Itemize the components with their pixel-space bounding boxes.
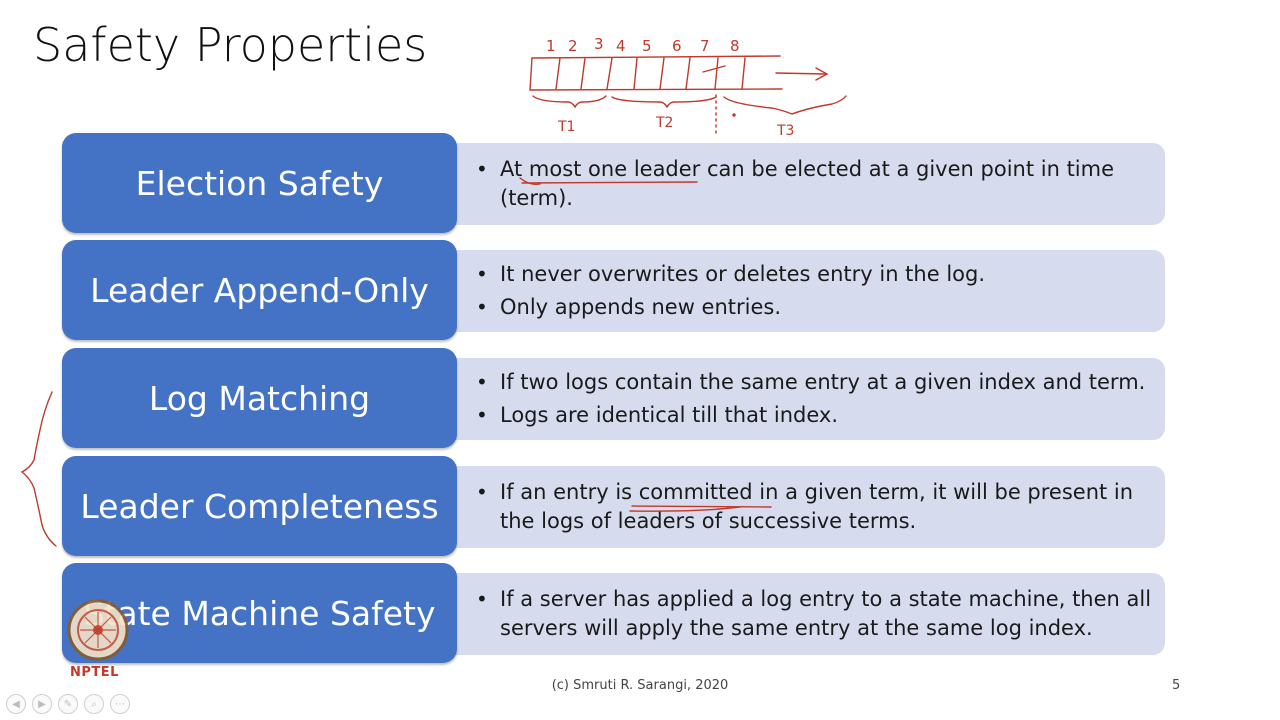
property-description: If two logs contain the same entry at a … [442, 358, 1165, 440]
prev-icon[interactable]: ◀ [6, 694, 26, 714]
bullet-item: It never overwrites or deletes entry in … [472, 260, 1153, 289]
slide-number: 5 [1172, 678, 1181, 693]
bullet-item: If two logs contain the same entry at a … [472, 368, 1153, 397]
property-description: If an entry is committed in a given term… [442, 466, 1165, 548]
property-label: Election Safety [62, 133, 457, 233]
index-label: 8 [730, 37, 740, 55]
slide-title: Safety Properties [33, 18, 428, 72]
index-label: 4 [616, 37, 626, 55]
property-label: Leader Completeness [62, 456, 457, 556]
zoom-icon[interactable]: ⌕ [84, 694, 104, 714]
property-label: State Machine Safety [62, 563, 457, 663]
property-description: It never overwrites or deletes entry in … [442, 250, 1165, 332]
property-description: At most one leader can be elected at a g… [442, 143, 1165, 225]
term-label: T1 [557, 119, 575, 135]
slide-footer: (c) Smruti R. Sarangi, 2020 [551, 678, 729, 693]
more-icon[interactable]: ⋯ [110, 694, 130, 714]
next-icon[interactable]: ▶ [32, 694, 52, 714]
index-label: 3 [594, 35, 604, 53]
nptel-logo-icon [67, 599, 129, 661]
viewer-toolbar: ◀ ▶ ✎ ⌕ ⋯ [6, 694, 130, 714]
bullet-item: At most one leader can be elected at a g… [472, 155, 1153, 213]
property-label: Leader Append-Only [62, 240, 457, 340]
pen-icon[interactable]: ✎ [58, 694, 78, 714]
bullet-item: Logs are identical till that index. [472, 401, 1153, 430]
term-label: T2 [655, 115, 673, 131]
bullet-item: If a server has applied a log entry to a… [472, 585, 1153, 643]
property-description: If a server has applied a log entry to a… [442, 573, 1165, 655]
nptel-logo-text: NPTEL [70, 665, 119, 680]
index-label: 6 [672, 37, 682, 55]
bullet-item: If an entry is committed in a given term… [472, 478, 1153, 536]
index-label: 7 [700, 37, 710, 55]
bullet-item: Only appends new entries. [472, 293, 1153, 322]
property-label: Log Matching [62, 348, 457, 448]
term-label: T3 [776, 123, 794, 139]
index-label: 2 [568, 37, 578, 55]
index-label: 5 [642, 37, 652, 55]
index-label: 1 [546, 37, 556, 55]
